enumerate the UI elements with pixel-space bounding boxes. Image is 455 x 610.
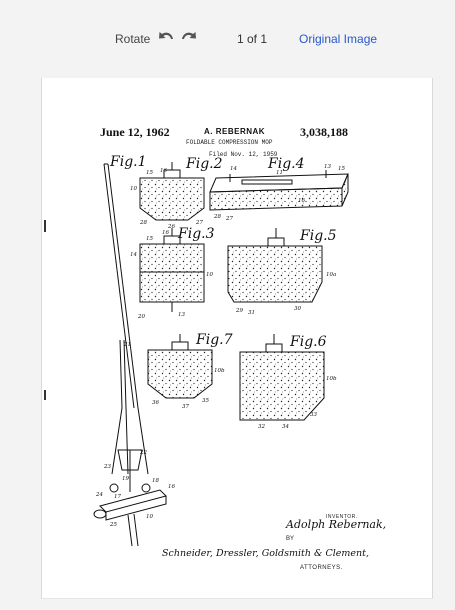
ref-numeral: 34 [282, 424, 289, 430]
ref-numeral: 16 [168, 484, 175, 490]
ref-numeral: 31 [248, 310, 255, 316]
patent-date: June 12, 1962 [100, 125, 170, 139]
fig1-label: Fig.1 [109, 154, 147, 170]
ref-numeral: 27 [225, 216, 233, 222]
patent-inventor: A. REBERNAK [204, 127, 266, 136]
ref-numeral: 33 [310, 412, 317, 418]
ref-numeral: 15 [146, 170, 153, 176]
fig5-label: Fig.5 [299, 228, 337, 244]
attorneys-caption: ATTORNEYS. [300, 565, 343, 571]
inventor-caption: INVENTOR. [326, 514, 358, 520]
ref-numeral: 29 [235, 308, 243, 314]
ref-numeral: 15 [338, 166, 345, 172]
ref-numeral: 10a [326, 272, 336, 278]
patent-number: 3,038,188 [300, 125, 348, 139]
ref-numeral: 14 [230, 166, 237, 172]
fig7-mop-head [147, 334, 213, 399]
ref-numeral: 18 [152, 478, 159, 484]
patent-filed: Filed Nov. 12, 1959 [209, 151, 278, 158]
ref-numeral: 17 [114, 494, 121, 500]
fig2-label: Fig.2 [185, 156, 223, 172]
original-image-link[interactable]: Original Image [299, 32, 378, 46]
ref-numeral: 22 [139, 450, 147, 456]
ref-numeral: 16 [298, 198, 305, 204]
ref-numeral: 32 [258, 424, 265, 430]
ref-numeral: 35 [202, 398, 209, 404]
fig4-sponge-block [209, 170, 349, 211]
ref-numeral: 20 [137, 314, 145, 320]
ref-numeral: 15 [146, 236, 153, 242]
fig7-label: Fig.7 [195, 332, 233, 348]
ref-numeral: 19 [122, 476, 129, 482]
ref-numeral: 14 [130, 252, 137, 258]
ref-numeral: 11 [276, 170, 283, 176]
fig6-mop-head [239, 334, 325, 421]
ref-numeral: 28 [213, 214, 221, 220]
ref-numeral: 10b [214, 368, 225, 374]
ref-numeral: 10 [206, 272, 213, 278]
ref-numeral: 10 [146, 514, 153, 520]
ref-numeral: 10b [326, 376, 337, 382]
inventor-signature: Adolph Rebernak, [286, 518, 387, 531]
ref-numeral: 28 [139, 220, 147, 226]
ref-numeral: 10 [130, 186, 137, 192]
ref-numeral: 26 [167, 224, 175, 230]
ref-numeral: 13 [324, 164, 331, 170]
patent-image: June 12, 1962 A. REBERNAK 3,038,188 FOLD… [41, 78, 433, 599]
ref-numeral: 30 [294, 306, 301, 312]
patent-drawing: Fig.1 Fig.2 Fig.3 Fig.4 Fig.5 Fig.6 Fig.… [44, 154, 349, 547]
fig4-label: Fig.4 [267, 156, 305, 172]
ref-numeral: 27 [195, 220, 203, 226]
fig6-label: Fig.6 [289, 334, 327, 350]
fig5-mop-head [227, 228, 323, 303]
rotate-label: Rotate [115, 32, 151, 46]
ref-numeral: 16 [160, 168, 167, 174]
page-indicator: 1 of 1 [237, 32, 268, 46]
ref-numeral: 37 [182, 404, 189, 410]
rotate-right-icon[interactable] [179, 30, 199, 46]
ref-numeral: 25 [109, 522, 117, 528]
fig1-mop [93, 163, 167, 547]
ref-numeral: 21 [123, 342, 131, 348]
attorneys-signature: Schneider, Dressler, Goldsmith & Clement… [162, 548, 369, 559]
fig3-label: Fig.3 [177, 226, 215, 242]
viewer-toolbar: Rotate 1 of 1 Original Image [0, 0, 455, 78]
patent-title: FOLDABLE COMPRESSION MOP [186, 139, 273, 146]
ref-numeral: 36 [152, 400, 159, 406]
by-label: BY [286, 536, 295, 542]
ref-numeral: 24 [95, 492, 103, 498]
ref-numeral: 23 [103, 464, 111, 470]
ref-numeral: 16 [162, 230, 169, 236]
ref-numeral: 13 [178, 312, 185, 318]
fig3-mop-head [139, 228, 205, 312]
fig2-mop-head [139, 162, 205, 221]
rotate-left-icon[interactable] [156, 30, 176, 46]
